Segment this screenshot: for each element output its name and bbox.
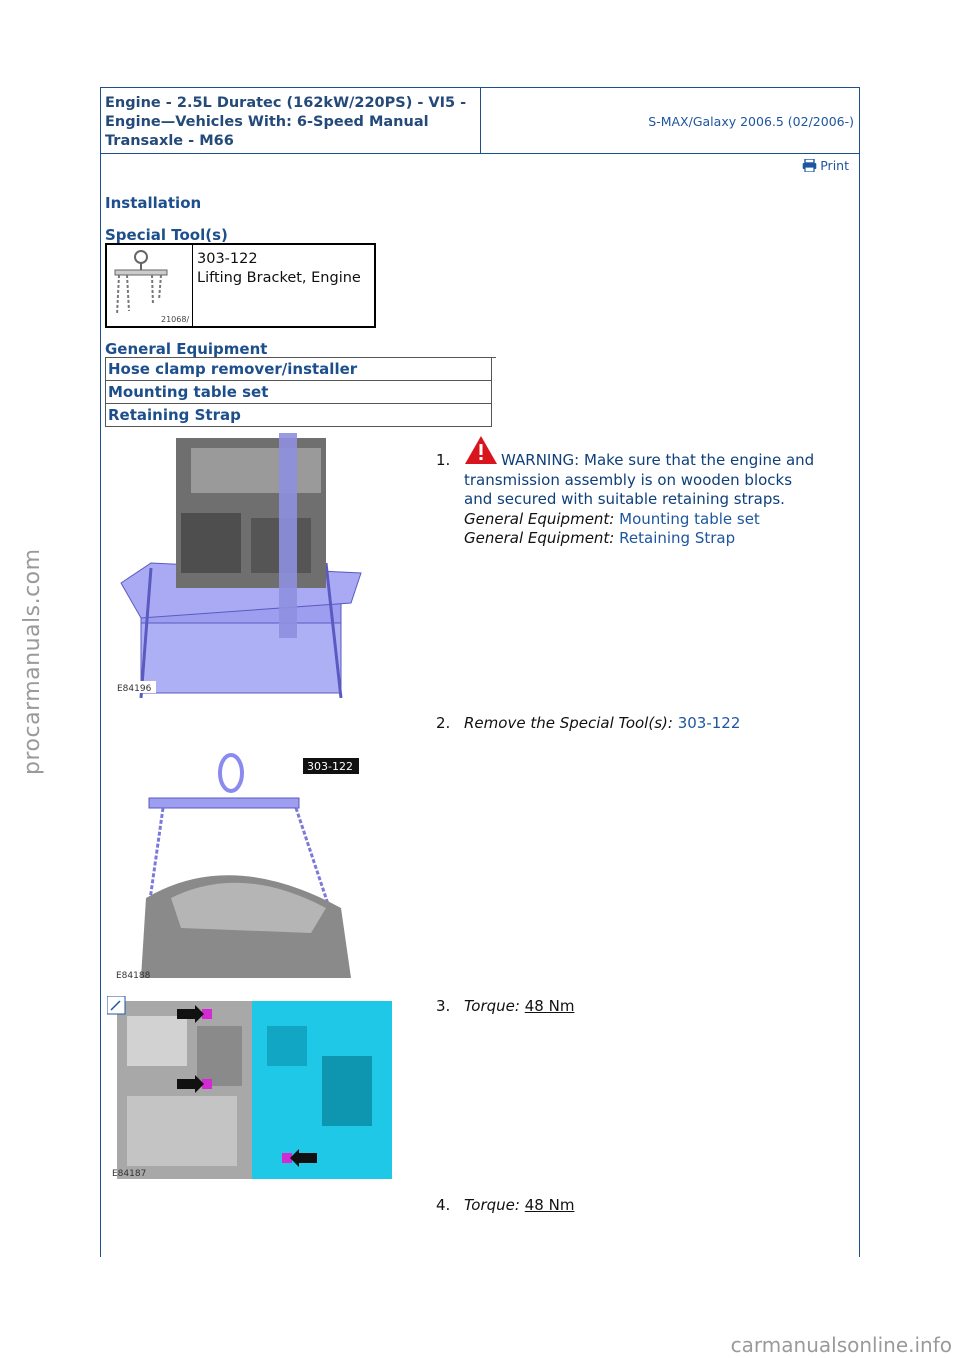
warning-icon [465, 436, 497, 464]
print-button[interactable]: Print [802, 158, 849, 173]
tool-number: 303-122 [197, 251, 258, 267]
torque-value: 48 Nm [524, 997, 575, 1015]
step-number: 1. [436, 451, 451, 469]
torque-value: 48 Nm [524, 1196, 575, 1214]
equipment-item: Hose clamp remover/installer [105, 357, 492, 381]
step-number: 4. [436, 1196, 451, 1214]
ge-label: General Equipment: [464, 509, 615, 528]
side-watermark: procarmanuals.com [20, 548, 45, 775]
tool-image-code: 21068/ [161, 315, 189, 324]
table-row: Hose clamp remover/installer [105, 357, 492, 381]
printer-icon [802, 158, 817, 173]
figure-code: E84187 [112, 1169, 146, 1179]
figure-code: E84188 [116, 971, 151, 981]
torque-label: Torque: [464, 997, 520, 1015]
page-title: Engine - 2.5L Duratec (162kW/220PS) - VI… [105, 95, 467, 149]
special-tool-table: 21068/ 303-122 Lifting Bracket, Engine [105, 243, 376, 328]
table-row: Retaining Strap [105, 403, 492, 427]
mounting-table-link[interactable]: Mounting table set [619, 509, 760, 528]
torque-label: Torque: [464, 1196, 520, 1214]
step-body: WARNING: Make sure that the engine and t… [464, 436, 824, 549]
header-divider [480, 88, 481, 153]
print-label: Print [820, 158, 849, 173]
step-body: Torque: 48 Nm [464, 1196, 824, 1216]
installation-heading: Installation [105, 194, 202, 212]
step-text: Remove the Special Tool(s): [464, 714, 673, 732]
table-rule [492, 357, 496, 358]
page-frame: Engine - 2.5L Duratec (162kW/220PS) - VI… [100, 87, 860, 1257]
step2-illustration: 303-122 E84188 [111, 748, 361, 983]
warning-text: WARNING: Make sure that the engine and t… [464, 451, 815, 508]
table-row: Mounting table set [105, 380, 492, 404]
step-number: 3. [436, 997, 451, 1015]
model-label: S-MAX/Galaxy 2006.5 (02/2006-) [648, 114, 854, 129]
tool-callout: 303-122 [307, 760, 353, 773]
equipment-item: Mounting table set [105, 380, 492, 404]
step3-illustration: E84187 [106, 995, 392, 1180]
equipment-item: Retaining Strap [105, 403, 492, 427]
equipment-table: Hose clamp remover/installer Mounting ta… [105, 357, 492, 427]
tool-name: Lifting Bracket, Engine [197, 270, 361, 286]
step-body: Torque: 48 Nm [464, 997, 824, 1017]
figure-code: E84196 [117, 684, 152, 694]
special-tools-heading: Special Tool(s) [105, 226, 228, 244]
general-equipment-heading: General Equipment [105, 340, 268, 358]
lifting-bracket-image: 21068/ [107, 245, 193, 326]
step-body: Remove the Special Tool(s): 303-122 [464, 714, 824, 734]
special-tool-link[interactable]: 303-122 [677, 714, 741, 732]
header: Engine - 2.5L Duratec (162kW/220PS) - VI… [101, 88, 859, 154]
retaining-strap-link[interactable]: Retaining Strap [619, 529, 736, 547]
tool-description: 303-122 Lifting Bracket, Engine [197, 250, 361, 288]
zoom-icon[interactable] [107, 996, 125, 1014]
bottom-watermark: carmanualsonline.info [730, 1333, 952, 1357]
ge-label: General Equipment: [464, 529, 615, 547]
step1-illustration: E84196 [111, 433, 373, 699]
step-number: 2. [436, 714, 451, 732]
